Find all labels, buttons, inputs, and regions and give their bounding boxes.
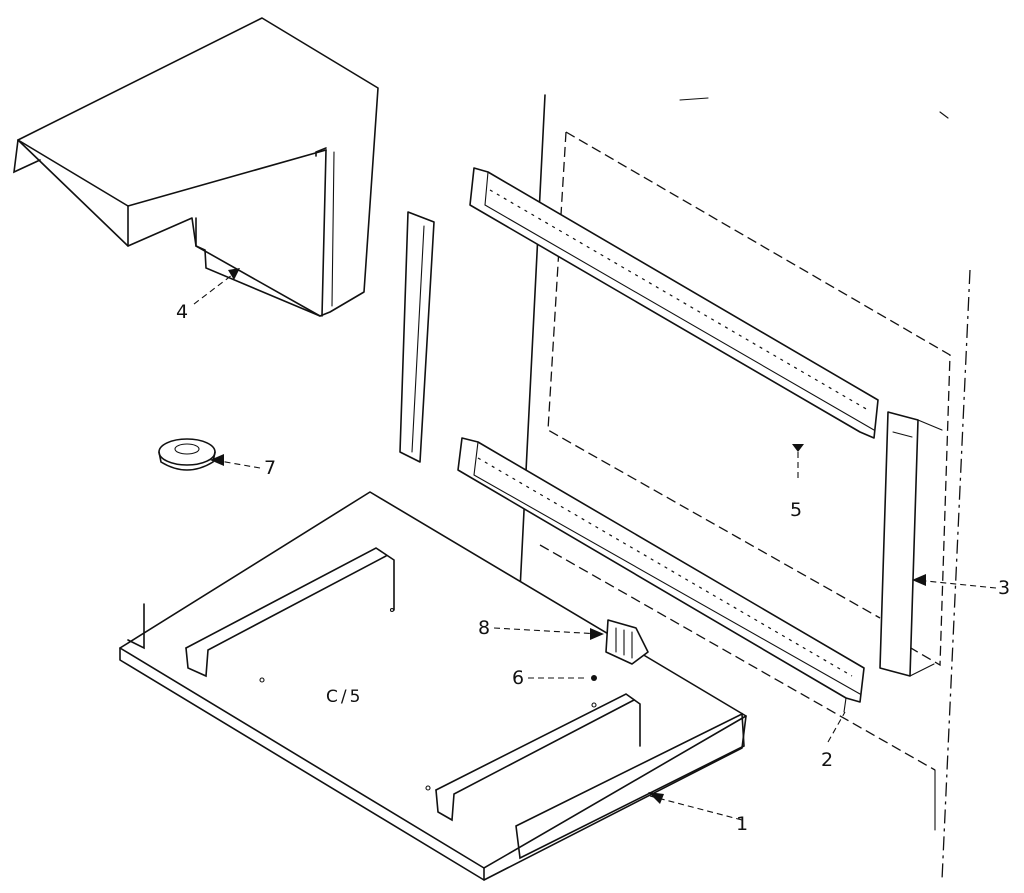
part-3-side-channel	[879, 411, 943, 677]
part-4-top-hood	[13, 17, 379, 317]
part-1-base-tray	[119, 491, 747, 881]
base-label: C/5	[326, 687, 363, 707]
callout-7: 7	[264, 457, 276, 479]
callout-5: 5	[790, 499, 802, 521]
upper-rail	[469, 167, 879, 439]
callout-2: 2	[821, 749, 833, 771]
callout-6: 6	[512, 667, 524, 689]
callout-3: 3	[998, 577, 1010, 599]
part-6-screw	[591, 675, 597, 681]
callout-8: 8	[478, 617, 490, 639]
vertical-strip	[399, 211, 435, 463]
part-7-round-foot	[158, 438, 216, 471]
part-8-bracket	[605, 619, 649, 665]
part-5-screw	[792, 444, 804, 482]
part-2-lower-rail	[457, 437, 865, 713]
callout-4: 4	[176, 301, 188, 323]
leader-lines	[193, 268, 997, 821]
callout-1: 1	[736, 813, 748, 835]
